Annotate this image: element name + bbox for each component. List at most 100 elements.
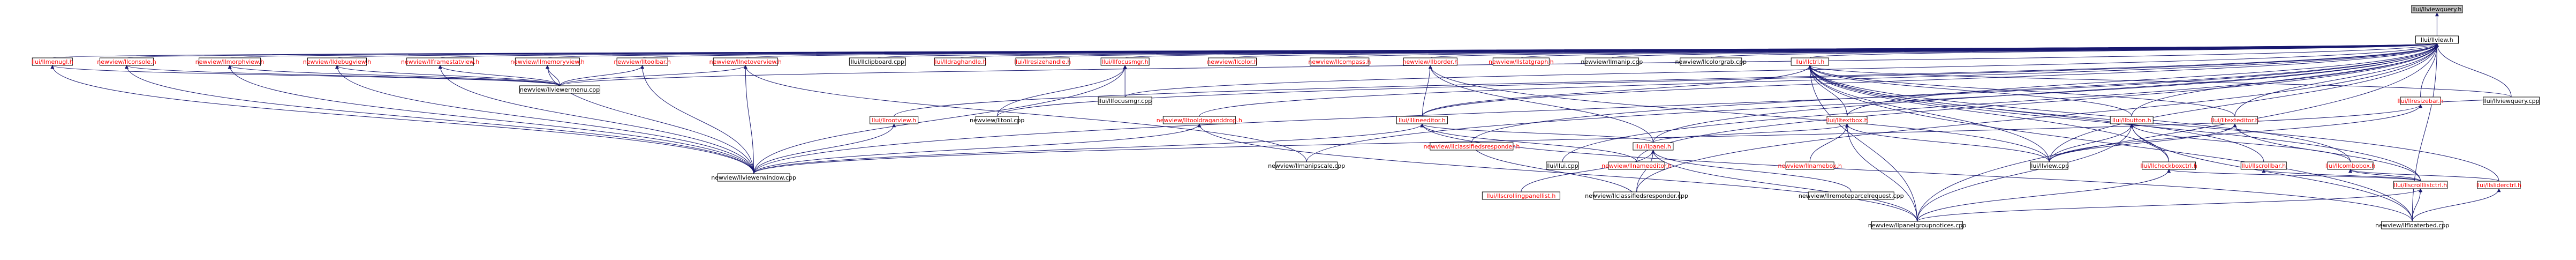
dependency-edge bbox=[1124, 43, 2439, 98]
graph-node[interactable]: newview/llfloaterbed.cpp bbox=[2375, 221, 2449, 229]
graph-node[interactable]: newview/llnameeditor.h bbox=[1601, 161, 1672, 170]
graph-node[interactable]: newview/llcompass.h bbox=[1308, 57, 1371, 66]
node-box bbox=[1608, 161, 1665, 170]
graph-node[interactable]: newview/llmemoryview.h bbox=[510, 57, 585, 66]
graph-node[interactable]: llui/llclipboard.cpp bbox=[849, 57, 906, 66]
node-label: llui/lldraghandle.h bbox=[933, 58, 986, 65]
graph-node[interactable]: llui/lldraghandle.h bbox=[933, 57, 987, 66]
graph-node[interactable]: newview/llconsole.h bbox=[97, 57, 156, 66]
graph-node[interactable]: newview/llclassifiedsresponder.h bbox=[1423, 142, 1520, 151]
node-label: newview/llremoteparcelrequest.cpp bbox=[1799, 192, 1904, 199]
graph-node[interactable]: llui/llfocusmgr.h bbox=[1100, 57, 1150, 66]
graph-node[interactable]: llui/llcheckboxctrl.h bbox=[2140, 161, 2197, 170]
graph-node[interactable]: newview/lltoolbar.h bbox=[614, 57, 671, 66]
node-box bbox=[1162, 116, 1236, 124]
dependency-edge bbox=[743, 65, 1307, 162]
node-layer: llui/llviewquery.h llui/llview.h llui/llme… bbox=[32, 5, 2540, 229]
dependency-edge bbox=[1917, 123, 2134, 222]
graph-node[interactable]: llui/lltexteditor.h bbox=[2211, 116, 2259, 124]
dependency-edge bbox=[2129, 123, 2170, 162]
node-box bbox=[1680, 57, 1742, 66]
graph-node[interactable]: newview/llborder.h bbox=[1402, 57, 1458, 66]
dependency-edge bbox=[1808, 65, 1848, 117]
node-label: newview/llnamebox.h bbox=[1778, 162, 1841, 169]
node-label: llui/llctrl.h bbox=[1795, 58, 1824, 65]
node-label: newview/llnameeditor.h bbox=[1601, 162, 1672, 169]
node-box bbox=[849, 57, 906, 66]
graph-node[interactable]: llui/llscrollingpanellist.h bbox=[1482, 191, 1560, 200]
dependency-edge bbox=[753, 123, 1424, 174]
node-label: newview/llmorphview.h bbox=[195, 58, 265, 65]
node-box bbox=[1808, 191, 1894, 200]
node-box bbox=[32, 57, 73, 66]
node-box bbox=[2411, 5, 2463, 13]
dependency-edge bbox=[753, 65, 1127, 174]
node-box bbox=[1207, 57, 1257, 66]
node-box bbox=[307, 57, 367, 66]
graph-node[interactable]: newview/llmanipscale.cpp bbox=[1268, 161, 1345, 170]
node-box bbox=[406, 57, 474, 66]
graph-node[interactable]: llui/llui.cpp bbox=[1546, 161, 1579, 170]
graph-node[interactable]: newview/lldebugview.h bbox=[303, 57, 371, 66]
graph-node[interactable]: llui/lltextbox.h bbox=[1826, 116, 1868, 124]
graph-node[interactable]: newview/lltooldraganddrop.h bbox=[1157, 116, 1242, 124]
graph-node[interactable]: newview/llframestatview.h bbox=[401, 57, 479, 66]
graph-node[interactable]: llui/llcombobox.h bbox=[2325, 161, 2376, 170]
node-label: newview/llcolor.h bbox=[1207, 58, 1257, 65]
dependency-edge bbox=[1808, 65, 1918, 222]
graph-node[interactable]: newview/llnetoverview.h bbox=[709, 57, 782, 66]
node-label: llui/llcombobox.h bbox=[2325, 162, 2376, 169]
node-label: llui/llclipboard.cpp bbox=[851, 58, 904, 65]
graph-node[interactable]: llui/llrootview.h bbox=[870, 116, 919, 124]
graph-node[interactable]: llui/llscrolllistctrl.h bbox=[2393, 181, 2448, 189]
node-label: newview/lltooldraganddrop.h bbox=[1157, 117, 1242, 124]
graph-node[interactable]: newview/llmorphview.h bbox=[195, 57, 265, 66]
graph-node[interactable]: llui/llviewquery.cpp bbox=[2483, 96, 2540, 105]
node-box bbox=[717, 173, 790, 182]
graph-node[interactable]: llui/llscrollbar.h bbox=[2240, 161, 2287, 170]
graph-node[interactable]: llui/llbutton.h bbox=[2110, 116, 2154, 124]
dependency-edge bbox=[996, 65, 1127, 117]
dependency-edge bbox=[753, 123, 1202, 174]
graph-node[interactable]: newview/llcolorgrab.cpp bbox=[1675, 57, 1747, 66]
dependency-edge bbox=[1808, 65, 2235, 117]
dependency-edge bbox=[1808, 65, 2351, 162]
node-box bbox=[1826, 116, 1868, 124]
graph-node[interactable]: newview/llmanip.cpp bbox=[1581, 57, 1643, 66]
node-box bbox=[2327, 161, 2374, 170]
dependency-edge bbox=[1845, 123, 1918, 222]
node-label: llui/llview.h bbox=[2421, 36, 2453, 43]
node-box bbox=[1785, 161, 1834, 170]
graph-node[interactable]: newview/llremoteparcelrequest.cpp bbox=[1799, 191, 1904, 200]
graph-node[interactable]: newview/llnamebox.h bbox=[1778, 161, 1842, 170]
dependency-edge bbox=[2435, 43, 2512, 98]
node-label: llui/llviewquery.h bbox=[2412, 6, 2461, 13]
dependency-edge bbox=[2234, 43, 2439, 117]
graph-node[interactable]: llui/llresizehandle.h bbox=[1014, 57, 1071, 66]
graph-node[interactable]: newview/llviewermenu.cpp bbox=[519, 85, 601, 94]
graph-node[interactable]: llui/llview.h bbox=[2415, 35, 2459, 44]
graph-node[interactable]: llui/lllineeditor.h bbox=[1396, 116, 1448, 124]
graph-node[interactable]: newview/llclassifiedsresponder.cpp bbox=[1585, 191, 1688, 200]
graph-node[interactable]: llui/llresizebar.h bbox=[2398, 96, 2444, 105]
node-box bbox=[1396, 116, 1448, 124]
graph-node[interactable]: newview/llpanelgroupnotices.cpp bbox=[1868, 221, 1966, 229]
node-label: newview/llnetoverview.h bbox=[709, 58, 782, 65]
graph-node[interactable]: llui/llpanel.h bbox=[1633, 142, 1674, 151]
graph-node[interactable]: newview/llstatgraph.h bbox=[1489, 57, 1554, 66]
graph-node[interactable]: newview/lltool.cpp bbox=[970, 116, 1024, 124]
dependency-edge bbox=[2412, 43, 2439, 222]
dependency-edge bbox=[1521, 150, 1655, 192]
node-label: llui/llcheckboxctrl.h bbox=[2140, 162, 2197, 169]
graph-node[interactable]: llui/llmenugl.h bbox=[32, 57, 73, 66]
graph-node[interactable]: newview/llcolor.h bbox=[1207, 57, 1258, 66]
graph-node[interactable]: llui/llctrl.h bbox=[1791, 57, 1829, 66]
graph-node[interactable]: llui/llfocusmgr.cpp bbox=[1098, 96, 1152, 105]
graph-node[interactable]: newview/llviewerwindow.cpp bbox=[711, 173, 796, 182]
graph-node[interactable]: llui/llview.cpp bbox=[2029, 161, 2069, 170]
node-box bbox=[1546, 161, 1579, 170]
node-box bbox=[1098, 96, 1152, 105]
node-label: llui/llresizebar.h bbox=[2398, 98, 2444, 105]
node-label: newview/llframestatview.h bbox=[401, 58, 479, 65]
graph-node[interactable]: llui/llsliderctrl.h bbox=[2476, 181, 2521, 189]
